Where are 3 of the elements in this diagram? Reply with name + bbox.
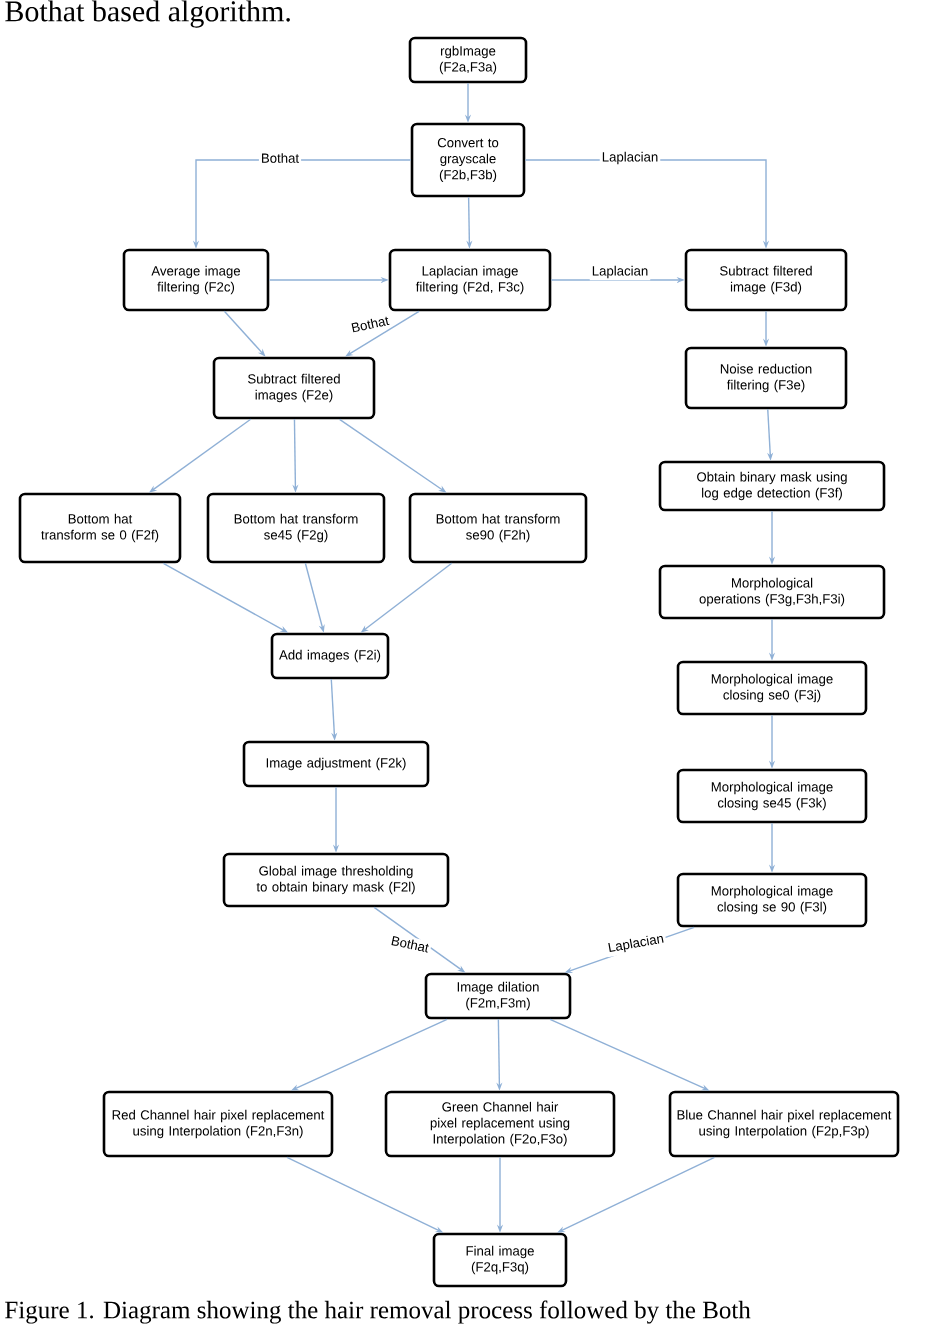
caption: Figure 1. Diagram showing the hair removal process followed by the Both xyxy=(5,1300,751,1324)
arrow xyxy=(345,310,420,357)
heading-text: Bothat based algorithm. xyxy=(5,0,290,28)
